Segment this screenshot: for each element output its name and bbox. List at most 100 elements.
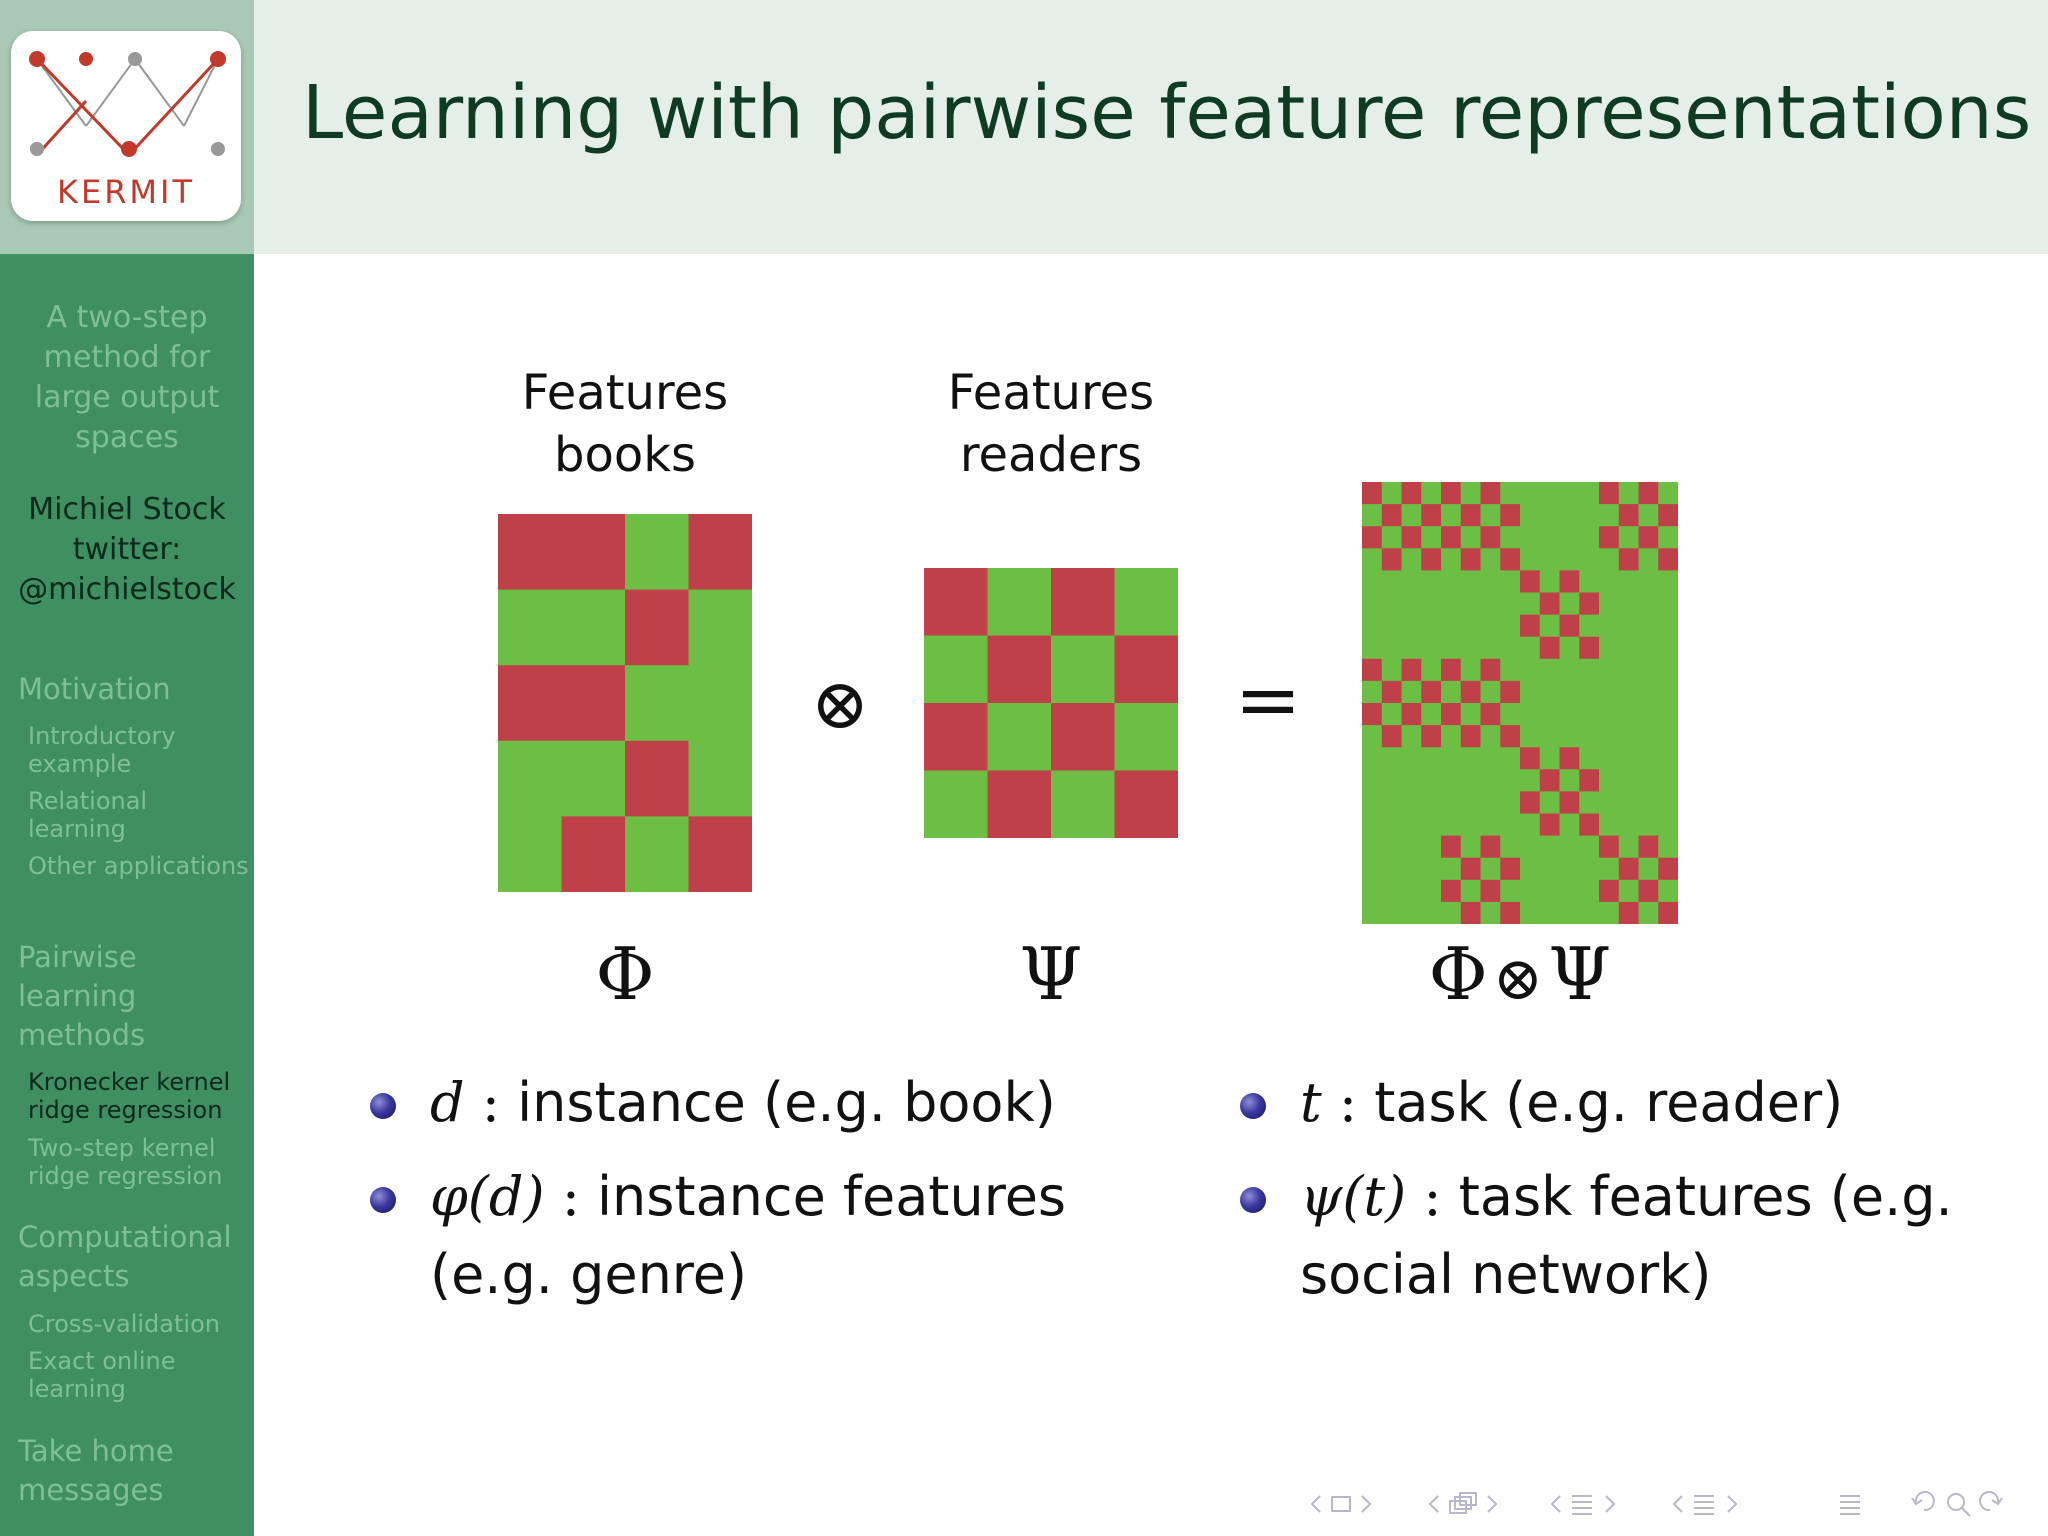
kronecker-operator: ⊗ xyxy=(810,663,870,745)
kronecker-product-cell xyxy=(1500,747,1521,770)
kronecker-product-cell xyxy=(1579,901,1600,924)
phi-matrix-cell xyxy=(625,665,689,742)
kronecker-product-cell xyxy=(1362,835,1383,859)
kronecker-product-cell xyxy=(1658,614,1678,638)
nav-forward-icon[interactable] xyxy=(1979,1491,2003,1512)
caption-features-readers: Features readers xyxy=(947,365,1155,483)
kronecker-product-cell xyxy=(1480,901,1501,924)
kronecker-product-cell xyxy=(1421,658,1442,682)
nav-section-icon[interactable] xyxy=(1572,1495,1592,1515)
bullet-instance-math: d xyxy=(430,1071,465,1134)
kronecker-product-cell xyxy=(1539,482,1560,505)
kronecker-product-cell xyxy=(1401,813,1422,837)
kronecker-product-cell xyxy=(1579,703,1600,726)
nav-subsection-icon[interactable] xyxy=(1449,1492,1477,1514)
nav-sub-relational-learning[interactable]: Relational learning xyxy=(28,787,148,843)
nav-doc-prev-icon[interactable] xyxy=(1672,1495,1683,1513)
kronecker-product-cell xyxy=(1579,658,1600,682)
phi-matrix-cell xyxy=(498,816,562,892)
kronecker-product-cell xyxy=(1638,614,1659,638)
phi-matrix-cell xyxy=(688,816,752,892)
kronecker-product-cell xyxy=(1441,526,1462,549)
kronecker-product-cell xyxy=(1539,813,1560,837)
nav-search-icon[interactable] xyxy=(1947,1493,1971,1517)
kronecker-product-cell xyxy=(1381,747,1402,770)
bullet-task-text: task (e.g. reader) xyxy=(1374,1071,1844,1134)
phi-matrix-cell xyxy=(625,514,689,591)
kronecker-product-cell xyxy=(1480,703,1501,726)
kronecker-product-cell xyxy=(1658,570,1678,593)
kronecker-product-cell xyxy=(1362,813,1383,837)
nav-sub-cross-validation[interactable]: Cross-validation xyxy=(28,1310,220,1338)
nav-sub-other-applications[interactable]: Other applications xyxy=(28,852,249,880)
nav-back-icon[interactable] xyxy=(1911,1491,1935,1512)
kronecker-product-cell xyxy=(1618,791,1639,814)
kronecker-product-cell xyxy=(1559,901,1580,924)
kronecker-product-cell xyxy=(1618,901,1639,924)
kronecker-product-cell xyxy=(1618,504,1639,527)
nav-section-pairwise-learning[interactable]: Pairwise learning methods xyxy=(18,940,146,1052)
kronecker-product-cell xyxy=(1441,791,1462,814)
kronecker-product-cell xyxy=(1579,769,1600,792)
nav-doc-icon[interactable] xyxy=(1694,1495,1714,1515)
nav-sub-two-step-krr[interactable]: Two-step kernel ridge regression xyxy=(28,1134,223,1190)
twitter-handle: @michielstock xyxy=(18,572,236,607)
kronecker-product-cell xyxy=(1618,482,1639,505)
kronecker-product-cell xyxy=(1500,526,1521,549)
kronecker-product-cell xyxy=(1441,482,1462,505)
nav-frame-icon[interactable] xyxy=(1331,1496,1351,1512)
kronecker-product-cell xyxy=(1520,813,1541,837)
nav-doc-next-icon[interactable] xyxy=(1727,1495,1738,1513)
nav-frame-prev-icon[interactable] xyxy=(1310,1495,1321,1513)
kronecker-product-cell xyxy=(1658,548,1678,571)
nav-section-next-icon[interactable] xyxy=(1605,1495,1616,1513)
kronecker-product-cell xyxy=(1539,614,1560,638)
kronecker-product-cell xyxy=(1520,791,1541,814)
kronecker-product-cell xyxy=(1421,636,1442,660)
kronecker-product-cell xyxy=(1480,835,1501,859)
phi-matrix-cell xyxy=(625,589,689,666)
kronecker-product-cell xyxy=(1658,813,1678,837)
kronecker-product-cell xyxy=(1421,791,1442,814)
kronecker-product-cell xyxy=(1362,526,1383,549)
nav-sub-introductory-example[interactable]: Introductory example xyxy=(28,722,176,778)
logo-area: KERMIT xyxy=(0,0,254,254)
nav-section-computational-aspects[interactable]: Computational aspects xyxy=(18,1220,232,1293)
nav-sub-exact-online-learning[interactable]: Exact online learning xyxy=(28,1347,176,1403)
kronecker-product-cell xyxy=(1362,879,1383,903)
kronecker-product-cell xyxy=(1401,526,1422,549)
nav-subsection-next-icon[interactable] xyxy=(1487,1495,1498,1513)
kronecker-product-cell xyxy=(1599,482,1620,505)
kronecker-product-cell xyxy=(1460,504,1481,527)
kronecker-product-cell xyxy=(1480,769,1501,792)
kronecker-product-cell xyxy=(1441,680,1462,704)
kronecker-product-cell xyxy=(1381,526,1402,549)
phi-matrix-cell xyxy=(688,514,752,591)
kronecker-product-cell xyxy=(1480,813,1501,837)
nav-section-take-home[interactable]: Take home messages xyxy=(18,1434,174,1507)
kronecker-product-cell xyxy=(1559,636,1580,660)
nav-subsection-prev-icon[interactable] xyxy=(1428,1495,1439,1513)
nav-section-motivation[interactable]: Motivation xyxy=(18,672,171,706)
kronecker-product-cell xyxy=(1599,703,1620,726)
kronecker-product-cell xyxy=(1460,703,1481,726)
nav-sub-kronecker-krr[interactable]: Kronecker kernel ridge regression xyxy=(28,1068,231,1124)
kronecker-product-cell xyxy=(1381,835,1402,859)
kronecker-product-cell xyxy=(1441,703,1462,726)
psi-matrix-cell xyxy=(1114,703,1178,771)
kronecker-product-cell xyxy=(1520,636,1541,660)
kronecker-product-cell xyxy=(1381,504,1402,527)
kronecker-product-cell xyxy=(1638,636,1659,660)
kronecker-product-cell xyxy=(1381,570,1402,593)
nav-appendix-icon[interactable] xyxy=(1840,1495,1860,1515)
kronecker-product-cell xyxy=(1579,570,1600,593)
nav-section-prev-icon[interactable] xyxy=(1550,1495,1561,1513)
talk-title[interactable]: A two-step method for large output space… xyxy=(34,300,220,455)
kronecker-product-cell xyxy=(1579,857,1600,881)
kermit-logo[interactable]: KERMIT xyxy=(11,31,241,221)
kronecker-product-cell xyxy=(1421,813,1442,837)
psi-matrix-cell xyxy=(924,770,988,838)
kronecker-product-cell xyxy=(1559,747,1580,770)
kronecker-product-cell xyxy=(1381,680,1402,704)
nav-frame-next-icon[interactable] xyxy=(1361,1495,1372,1513)
